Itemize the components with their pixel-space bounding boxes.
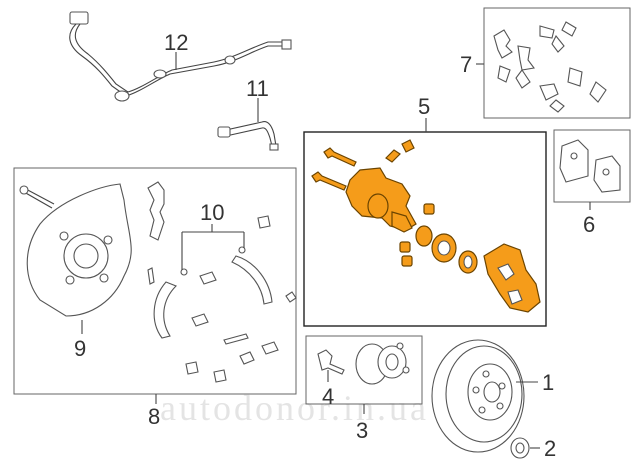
- backing-plate[interactable]: [26, 183, 132, 317]
- caliper-bracket[interactable]: [483, 243, 541, 313]
- leader-10: [181, 224, 245, 270]
- parking-brake-shoes[interactable]: [153, 246, 273, 339]
- abs-sensor-harness[interactable]: [69, 11, 292, 102]
- callout-7: 7: [460, 52, 472, 77]
- brake-rotor[interactable]: [431, 339, 525, 453]
- brake-hose[interactable]: [217, 121, 279, 151]
- callout-5: 5: [418, 94, 430, 119]
- callout-1: 1: [542, 370, 554, 395]
- watermark: autodonor.in.ua: [160, 388, 429, 428]
- pad-clips[interactable]: [493, 21, 607, 113]
- shoe-hardware[interactable]: [147, 181, 297, 383]
- callout-9: 9: [74, 336, 86, 361]
- piston-seals[interactable]: [399, 203, 478, 274]
- caliper-assembly-box: [303, 131, 547, 327]
- callout-12: 12: [164, 30, 188, 55]
- hub-cap[interactable]: [510, 437, 530, 459]
- brake-pads[interactable]: [559, 139, 621, 193]
- caliper-body[interactable]: [345, 167, 417, 233]
- pad-set-box: [553, 129, 631, 203]
- caliper-guide-bolts[interactable]: [311, 139, 415, 191]
- hub-assembly[interactable]: [355, 342, 410, 385]
- callout-6: 6: [583, 212, 595, 237]
- callout-4: 4: [322, 384, 334, 409]
- callout-8: 8: [148, 404, 160, 429]
- parking-brake-box: [13, 167, 297, 395]
- callout-3: 3: [356, 418, 368, 443]
- callout-2: 2: [544, 436, 556, 461]
- hardware-kit-box: [483, 7, 631, 119]
- callout-11: 11: [246, 76, 269, 101]
- backing-plate-bolt[interactable]: [19, 185, 55, 209]
- hub-bolt[interactable]: [317, 349, 345, 375]
- callout-10: 10: [200, 200, 224, 225]
